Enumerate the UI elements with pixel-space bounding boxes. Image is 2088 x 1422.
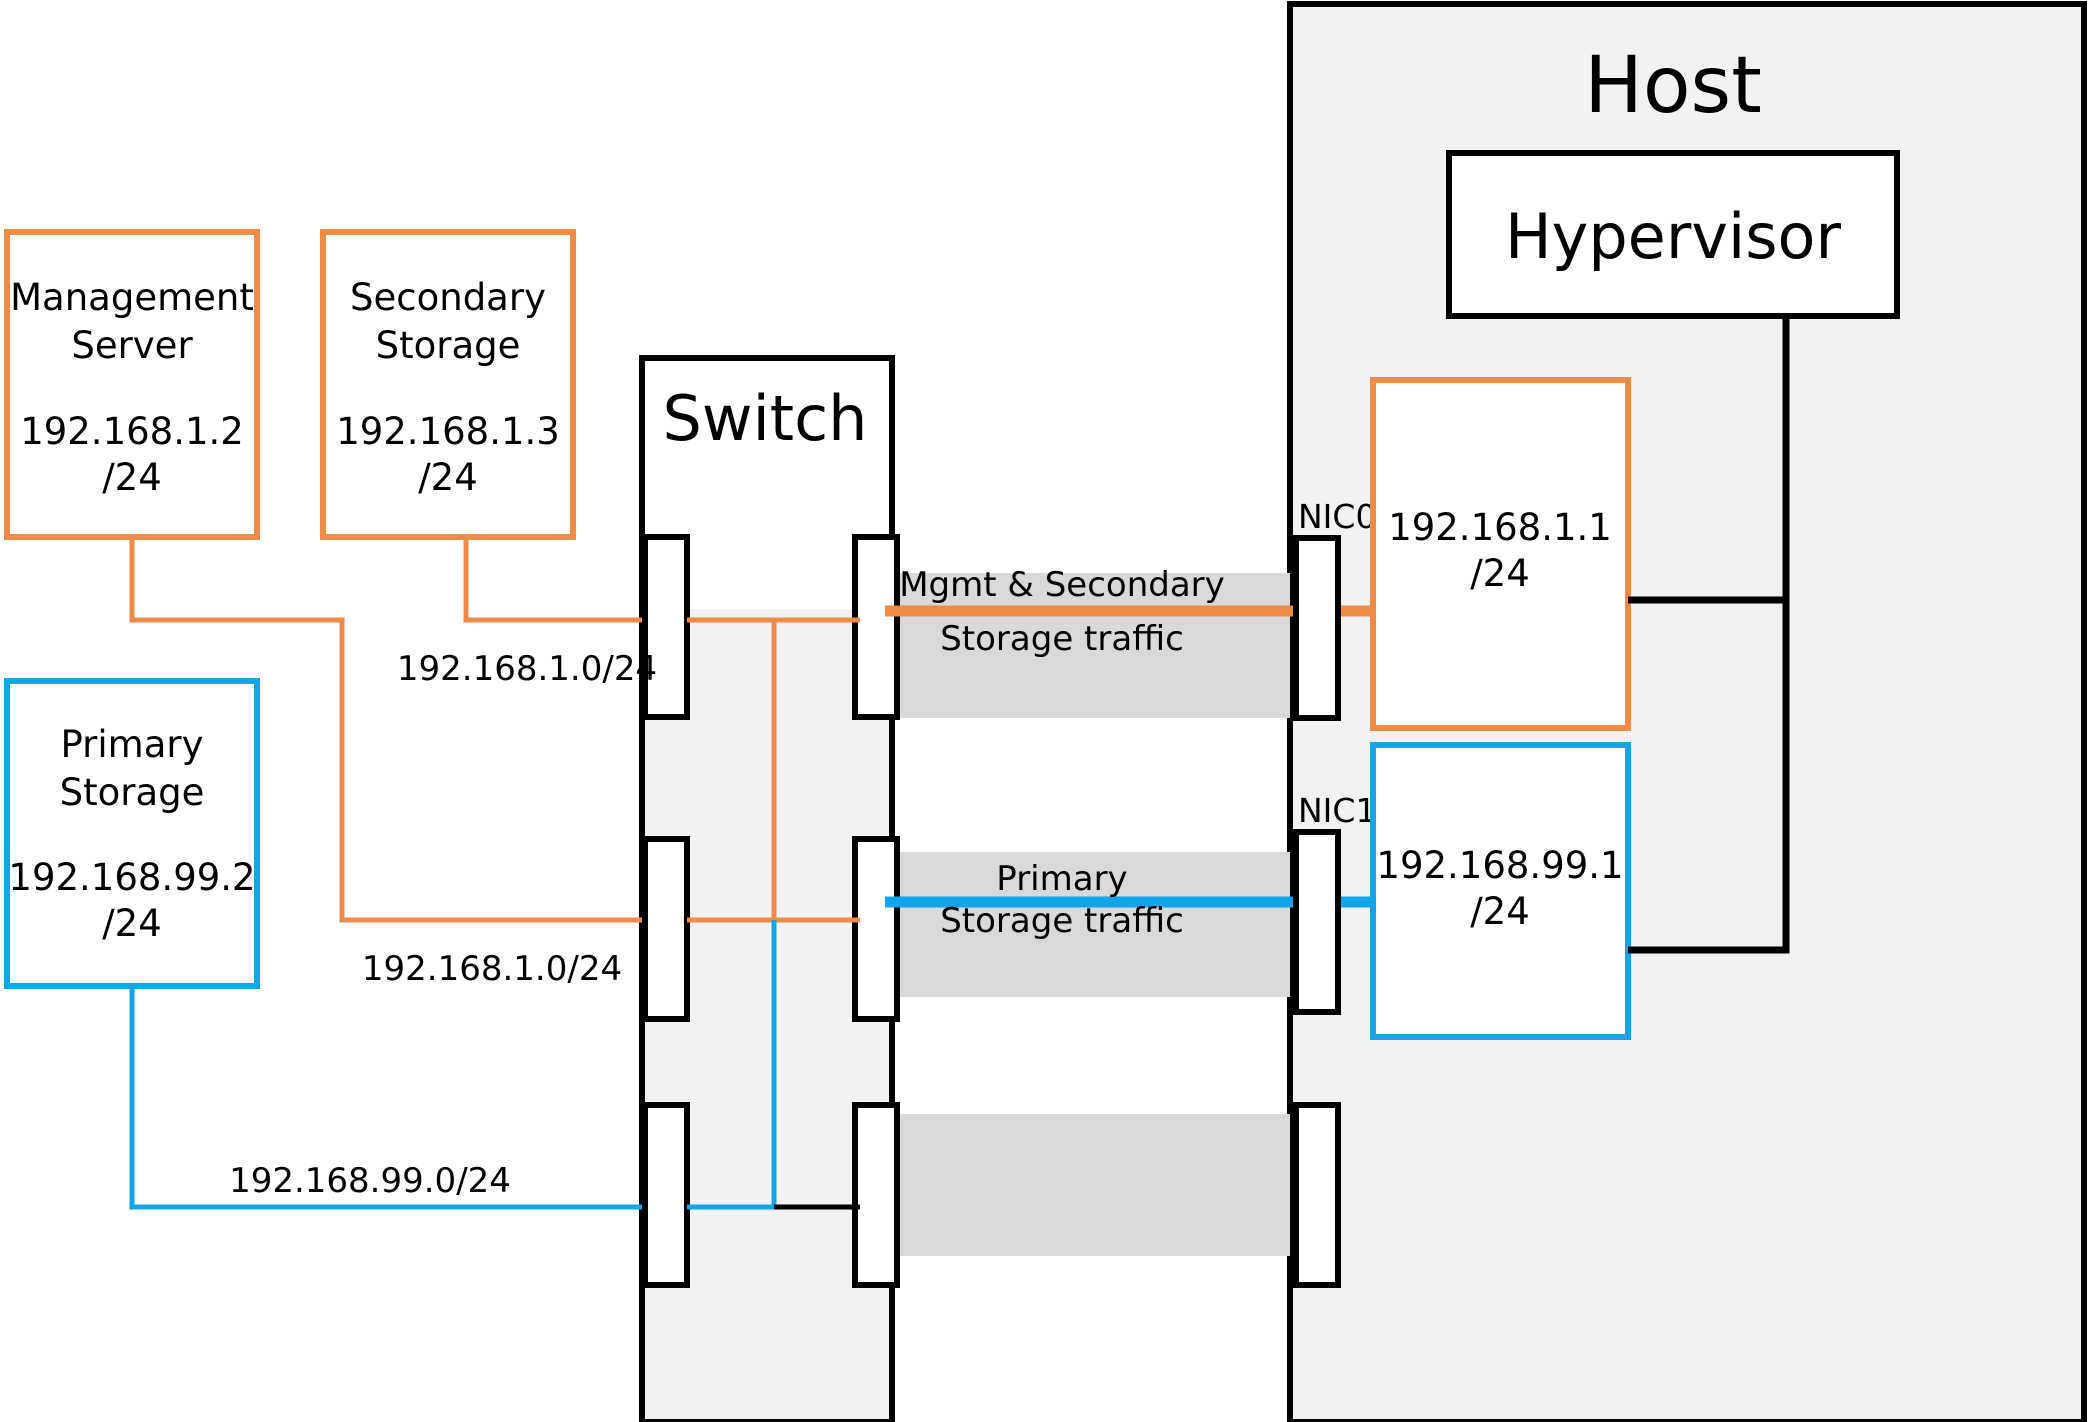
host-nic1-mask: /24 <box>1470 890 1530 933</box>
switch-left-port-1[interactable] <box>642 534 690 720</box>
hypervisor-box[interactable] <box>1446 150 1900 319</box>
host-nic0-ip: 192.168.1.1 <box>1388 506 1612 549</box>
mgmt-traffic-band <box>892 573 1290 718</box>
management-server-line2: Server <box>71 324 193 367</box>
primary-traffic-label-line1: Primary <box>996 859 1127 899</box>
switch-title: Switch <box>663 382 868 455</box>
secondary-storage-line2: Storage <box>376 324 521 367</box>
host-internal-bus-nic1 <box>1628 600 1790 954</box>
host-nic1-interface-box[interactable] <box>1370 742 1631 1040</box>
primary-traffic-label-line2: Storage traffic <box>940 901 1184 941</box>
primary-storage-ip: 192.168.99.2 <box>8 856 255 899</box>
secondary-storage-ip: 192.168.1.3 <box>336 410 560 453</box>
switch-right-port-2[interactable] <box>852 836 900 1022</box>
secondary-storage-box[interactable] <box>320 229 576 540</box>
management-server-mask: /24 <box>102 456 162 499</box>
host-nic2-port[interactable] <box>1293 1102 1341 1288</box>
secondary-storage-mask: /24 <box>418 456 478 499</box>
nic1-label: NIC1 <box>1298 791 1376 830</box>
network-label-mgmt-top: 192.168.1.0/24 <box>397 649 657 689</box>
secondary-storage-line1: Secondary <box>350 276 546 319</box>
primary-traffic-band <box>892 852 1290 997</box>
host-nic0-mask: /24 <box>1470 552 1530 595</box>
primary-storage-line2: Storage <box>60 771 205 814</box>
switch-right-port-3[interactable] <box>852 1102 900 1288</box>
mgmt-traffic-label-line2: Storage traffic <box>940 619 1184 659</box>
switch-right-port-1[interactable] <box>852 534 900 720</box>
host-title: Host <box>1584 41 1762 131</box>
host-nic0-port[interactable] <box>1293 535 1341 721</box>
network-label-mgmt-bottom: 192.168.1.0/24 <box>362 949 622 989</box>
hypervisor-title: Hypervisor <box>1505 200 1841 273</box>
management-server-box[interactable] <box>4 229 260 540</box>
mgmt-traffic-label-line1: Mgmt & Secondary <box>899 565 1225 605</box>
primary-storage-mask: /24 <box>102 902 162 945</box>
primary-storage-line1: Primary <box>61 723 204 766</box>
management-server-ip: 192.168.1.2 <box>20 410 244 453</box>
cable-primary-storage <box>129 986 648 1210</box>
cable-secondary-storage <box>463 537 648 623</box>
nic0-label: NIC0 <box>1298 497 1376 536</box>
management-server-line1: Management <box>10 276 254 319</box>
cable-management-server <box>129 537 648 923</box>
host-nic1-ip: 192.168.99.1 <box>1376 844 1623 887</box>
switch-left-port-3[interactable] <box>642 1102 690 1288</box>
switch-left-port-2[interactable] <box>642 836 690 1022</box>
host-nic1-port[interactable] <box>1293 829 1341 1015</box>
third-traffic-band <box>892 1114 1290 1256</box>
host-nic0-interface-box[interactable] <box>1370 377 1631 731</box>
network-label-primary: 192.168.99.0/24 <box>229 1161 511 1201</box>
primary-storage-box[interactable] <box>4 678 260 989</box>
